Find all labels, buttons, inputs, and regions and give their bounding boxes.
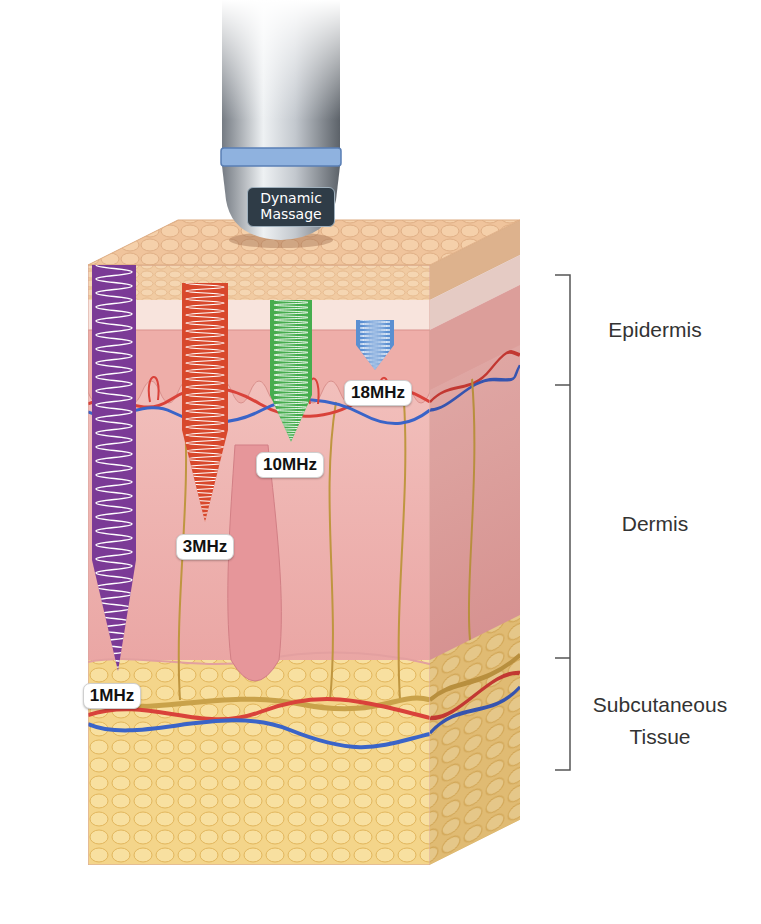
wave-3mhz: [182, 283, 228, 522]
wave-1mhz: [92, 265, 136, 671]
nerve: [330, 402, 336, 700]
hair-follicle: [228, 445, 282, 681]
frequency-label: 18MHz: [344, 380, 412, 406]
node-text: 18MHz: [351, 383, 405, 403]
device-label: Dynamic Massage: [247, 187, 335, 226]
node-text: 3MHz: [183, 537, 227, 557]
side-shade: [430, 220, 520, 865]
side-face: [430, 220, 520, 865]
frequency-label: 10MHz: [256, 452, 324, 478]
wave-lines: [182, 283, 228, 522]
device-fade: [215, 0, 347, 120]
front-face: [88, 265, 430, 865]
layer-label: Dermis: [570, 508, 740, 540]
front-outline: [88, 265, 430, 865]
frequency-label: 3MHz: [176, 534, 234, 560]
layer-label: Subcutaneous Tissue: [580, 689, 740, 753]
layer-label: Epidermis: [570, 314, 740, 346]
wave-18mhz: [356, 320, 394, 370]
stratum-corneum: [88, 265, 430, 300]
wave-lines: [92, 265, 136, 671]
node-text: Dynamic Massage: [252, 191, 330, 222]
layer-bracket: [555, 275, 570, 770]
nerve: [399, 402, 406, 700]
node-text: 1MHz: [90, 686, 134, 706]
device-band: [221, 148, 341, 166]
wave-lines: [270, 300, 312, 442]
wave-10mhz: [270, 300, 312, 442]
vein: [88, 720, 430, 747]
node-text: 10MHz: [263, 455, 317, 475]
frequency-label: 1MHz: [83, 683, 141, 709]
wave-lines: [356, 320, 394, 370]
